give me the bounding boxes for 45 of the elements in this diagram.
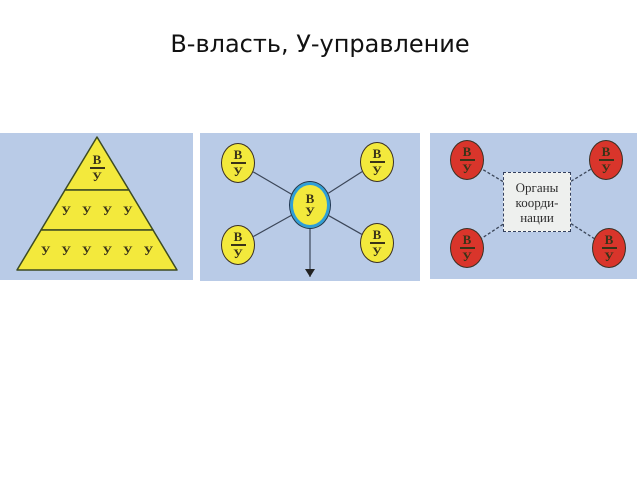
letter-label: У xyxy=(123,244,133,256)
letter-label: У xyxy=(61,244,71,256)
letter-label: У xyxy=(61,204,71,216)
connector-line xyxy=(252,171,292,195)
letter-label: У xyxy=(144,244,154,256)
letter-label: В xyxy=(234,148,242,161)
letter-label: У xyxy=(123,204,133,216)
connector-line xyxy=(253,214,292,238)
letter-label: У xyxy=(92,170,102,183)
letter-label: У xyxy=(233,247,243,260)
letter-label: В xyxy=(306,192,314,205)
pyramid-apex xyxy=(65,137,129,190)
letter-label: В xyxy=(462,145,472,158)
box-label: Органы коорди- нации xyxy=(514,180,560,224)
letter-label: В xyxy=(604,233,614,246)
letter-label: У xyxy=(372,164,382,177)
letter-label: У xyxy=(82,244,92,256)
connector-line xyxy=(570,223,594,240)
letter-label: У xyxy=(601,162,611,175)
letter-label: В xyxy=(602,145,610,158)
connector-line xyxy=(481,224,504,239)
title: В-власть, У-управление xyxy=(170,29,470,59)
letter-label: У xyxy=(82,204,92,216)
letter-label: У xyxy=(102,244,112,256)
connector-line xyxy=(328,171,362,194)
letter-label: В xyxy=(92,153,102,166)
letter-label: В xyxy=(234,230,242,243)
pyramid-tier xyxy=(17,230,177,270)
letter-label: У xyxy=(462,250,472,263)
letter-label: В xyxy=(462,233,472,246)
text-box xyxy=(503,172,571,232)
connector-line xyxy=(570,168,592,182)
letter-label: У xyxy=(40,244,50,256)
arrow xyxy=(305,229,315,277)
connector-line xyxy=(328,215,362,235)
letter-label: У xyxy=(372,245,382,258)
letter-label: В xyxy=(372,228,382,241)
letter-label: В xyxy=(372,147,382,160)
letter-label: У xyxy=(233,165,243,178)
letter-label: У xyxy=(604,250,614,263)
letter-label: У xyxy=(102,204,112,216)
connector-line xyxy=(482,168,504,182)
pyramid-tier xyxy=(41,190,153,230)
letter-label: У xyxy=(305,205,315,218)
letter-label: У xyxy=(462,162,472,175)
